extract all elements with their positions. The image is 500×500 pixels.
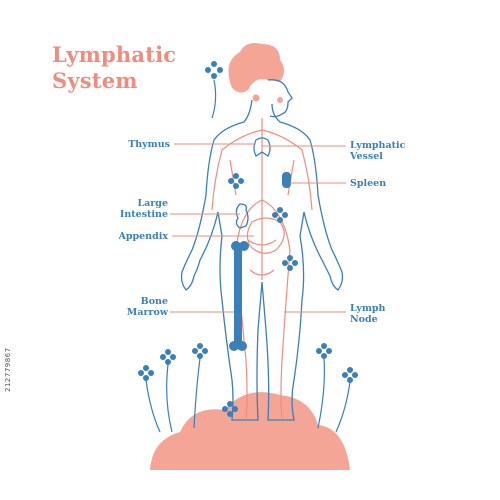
decorative-flowers xyxy=(138,61,358,417)
label-lymph-node-line-2: Node xyxy=(350,314,378,325)
cheek-spot xyxy=(277,97,283,103)
label-bone-marrow-line-1: Bone xyxy=(140,296,168,307)
hair xyxy=(228,43,284,93)
label-leader-lines xyxy=(170,143,346,313)
bone-marrow-organ xyxy=(229,241,249,351)
plant-stems xyxy=(145,79,351,433)
title-line-2: System xyxy=(52,68,138,93)
label-lymphatic-vessel-line-2: Vessel xyxy=(350,151,383,162)
thymus-organ xyxy=(253,137,271,157)
spleen-organ xyxy=(282,172,291,188)
face-outline xyxy=(267,79,293,118)
label-bone-marrow: Bone Marrow xyxy=(110,296,168,318)
stock-id: 212779867 xyxy=(4,347,12,392)
lymphatic-vessels xyxy=(211,118,313,419)
label-appendix: Appendix xyxy=(118,231,168,242)
label-lymph-node: Lymph Node xyxy=(350,303,385,325)
label-thymus: Thymus xyxy=(128,139,170,150)
appendix-organ xyxy=(246,217,285,254)
title-line-1: Lymphatic xyxy=(52,42,177,67)
ground-mound xyxy=(150,392,350,470)
body-outline xyxy=(180,99,344,421)
label-lymphatic-vessel-line-1: Lymphatic xyxy=(350,140,406,151)
label-large-intestine: Large Intestine xyxy=(110,198,168,220)
label-lymphatic-vessel: Lymphatic Vessel xyxy=(350,140,405,162)
label-spleen: Spleen xyxy=(350,178,387,189)
ear-spot xyxy=(252,94,260,102)
label-lymph-node-line-1: Lymph xyxy=(350,303,386,314)
label-large-intestine-line-1: Large xyxy=(137,198,168,209)
label-bone-marrow-line-2: Marrow xyxy=(126,307,168,318)
label-large-intestine-line-2: Intestine xyxy=(119,209,168,220)
large-intestine-organ xyxy=(235,203,249,229)
